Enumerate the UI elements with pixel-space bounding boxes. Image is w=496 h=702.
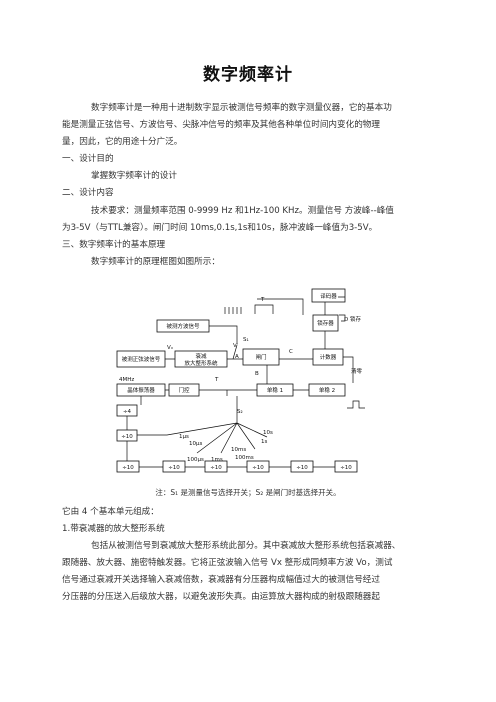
intro-line-1: 数字频率计是一种用十进制数字显示被测信号频率的数字测量仪器，它的基本功	[91, 103, 392, 113]
mono2-label: 单稳 2	[319, 386, 335, 394]
div10-label-a: ÷10	[121, 434, 133, 440]
unit1-body-3: 信号通过衰减开关选择输入衰减倍数，衰减器有分压器构成幅值过大的被测信号经过	[62, 575, 380, 585]
door-control-label: 门控	[178, 386, 190, 394]
div10-box-g	[334, 460, 358, 473]
gate-box	[242, 348, 280, 366]
t-10us-label: 10μs	[189, 441, 202, 447]
counter-label: 计数器	[320, 353, 337, 361]
t-100ms-label: 100ms	[235, 455, 254, 461]
page-title: 数字频率计	[203, 65, 293, 85]
unit1-heading: 1.带衰减器的放大整形系统	[62, 524, 165, 534]
vo-label: V'	[233, 343, 238, 349]
s2-label: S₂	[237, 409, 243, 415]
c-label: C	[289, 349, 293, 355]
div4-label: ÷4	[123, 409, 132, 415]
unit1-body-1: 包括从被测信号到衰减放大整形系统此部分。其中衰减放大整形系统包括衰减器、	[91, 541, 401, 551]
t-1s-label: 1s	[261, 439, 267, 445]
s1-label: S₁	[243, 337, 249, 343]
b-label: B	[255, 371, 259, 377]
intro-line-3: 量，因此，它的用途十分广泛。	[62, 137, 183, 147]
sine-input-label: 被测正弦波信号	[122, 355, 161, 363]
div10-box-d	[204, 460, 228, 473]
unit1-body-4: 分压器的分压送入后级放大器，以避免波形失真。由运算放大器构成的射极跟随器起	[62, 592, 380, 602]
gate-label: 闸门	[255, 353, 266, 361]
vx-label: Vₓ	[167, 345, 174, 351]
a-label: A	[235, 354, 239, 360]
div10-label-d: ÷10	[210, 465, 222, 471]
pulse-waveform	[224, 307, 242, 314]
section-heading-1: 一、设计目的	[62, 154, 114, 164]
t-100us-label: 100μs	[187, 457, 204, 463]
div10-box-c	[162, 460, 186, 473]
intro-line-2: 能是测量正弦信号、方波信号、尖脉冲信号的频率及其他各种单位时间内变化的物理	[62, 120, 380, 130]
units-intro: 它由 4 个基本单元组成：	[62, 507, 159, 517]
mhz-label: 4MHz	[119, 377, 134, 383]
tx-label: T	[260, 297, 265, 303]
section-body-2a: 技术要求：测量频率范围 0-9999 Hz 和1Hz-100 KHz。测量信号 …	[91, 206, 394, 216]
output-pulse	[347, 400, 365, 409]
latch-label: 锁存器	[317, 319, 334, 327]
section-body-1: 掌握数字频率计的设计	[91, 171, 177, 181]
unit1-body-2: 跟随器、放大器、施密特触发器。它将正弦波输入信号 Vx 整形成同频率方波 Vo，…	[62, 558, 393, 568]
decoder-box	[311, 288, 346, 303]
crystal-label: 晶体振荡器	[127, 386, 155, 394]
attenuator-label: 衰减	[195, 352, 207, 360]
amp-label: 放大整形系统	[184, 359, 218, 367]
t-1ms-label: 1ms	[211, 457, 223, 463]
div10-label-c: ÷10	[168, 465, 180, 471]
div10-label-g: ÷10	[340, 465, 352, 471]
section-heading-2: 二、设计内容	[62, 188, 114, 198]
section-heading-3: 三、数字频率计的基本原理	[62, 240, 166, 250]
latch-box	[312, 314, 339, 332]
t-10s-label: 10s	[263, 430, 273, 436]
div10-box-e	[246, 460, 270, 473]
div10-label-b: ÷10	[122, 465, 134, 471]
t-10ms-label: 10ms	[231, 447, 246, 453]
clear-label: 清零	[351, 367, 363, 375]
section-body-3: 数字频率计的原理框图如图所示：	[91, 257, 220, 267]
frequency-counter-block-diagram: 译码器 锁存器 D 锁存 被测方波信号 T	[116, 288, 365, 473]
gate-waveform	[254, 304, 274, 314]
square-input-label: 被测方波信号	[166, 322, 200, 330]
div10-box-f	[290, 460, 314, 473]
div10-box-b	[116, 460, 140, 473]
decoder-label: 译码器	[320, 292, 337, 300]
t-1us-label: 1μs	[179, 434, 189, 440]
d-latch-label: D 锁存	[344, 315, 361, 323]
t-label: T	[214, 377, 219, 383]
mono1-label: 单稳 1	[267, 386, 283, 394]
div10-label-f: ÷10	[296, 465, 308, 471]
diagram-caption: 注：S₁ 是测量信号选择开关；S₂ 是闸门时基选择开关。	[155, 488, 341, 497]
section-body-2b: 为3-5V（与TTL兼容）。闸门时间 10ms,0.1s,1s和10s，脉冲波峰…	[62, 223, 378, 233]
div10-label-e: ÷10	[252, 465, 264, 471]
